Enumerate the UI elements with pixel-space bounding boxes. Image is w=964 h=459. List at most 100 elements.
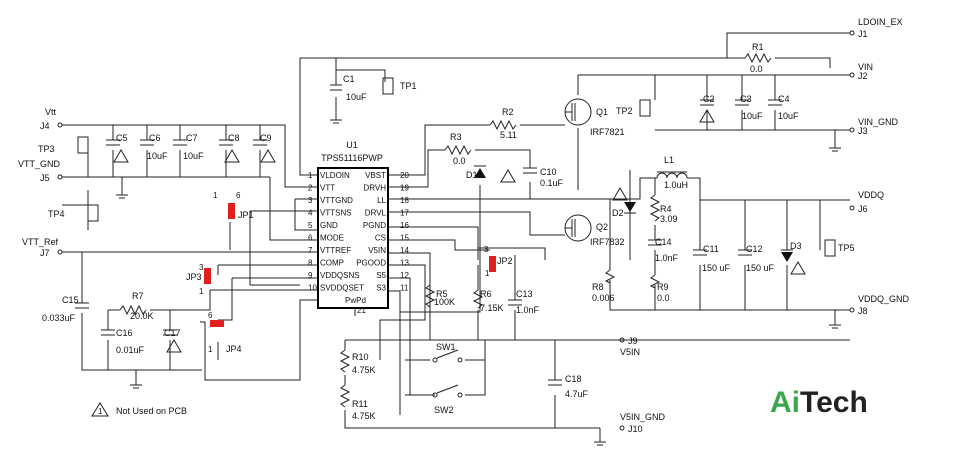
svg-text:IRF7832: IRF7832 xyxy=(590,237,625,247)
res-r8: R8 xyxy=(592,282,604,292)
ic-pin-name: S3 xyxy=(376,284,386,293)
ic-pin-number: 7 xyxy=(308,246,313,255)
svg-text:JP1: JP1 xyxy=(238,210,254,220)
svg-text:JP3: JP3 xyxy=(186,272,202,282)
svg-text:J3: J3 xyxy=(858,126,868,136)
cap-c11: C11 xyxy=(703,244,719,254)
ic-pin-number: 9 xyxy=(308,271,313,280)
cap-c15: C15 xyxy=(62,295,79,305)
mosfet-q1: Q1 IRF7821 xyxy=(564,98,625,137)
cap-c6: C6 xyxy=(149,133,161,143)
svg-text:IRF7821: IRF7821 xyxy=(590,127,625,137)
ic-pin-number: 8 xyxy=(308,259,313,268)
svg-text:Q1: Q1 xyxy=(596,107,608,117)
testpoint-tp2: TP2 xyxy=(616,99,651,117)
svg-text:JP2: JP2 xyxy=(497,256,513,266)
jumper-jp2: JP2 3 1 xyxy=(484,245,513,278)
svg-text:TP2: TP2 xyxy=(616,106,633,116)
cap-c18: C18 xyxy=(565,374,582,384)
svg-text:VIN: VIN xyxy=(858,62,873,72)
ic-pin-name: VLDOIN xyxy=(320,171,350,180)
ic-pin-number: 19 xyxy=(400,184,409,193)
svg-text:100K: 100K xyxy=(434,297,455,307)
ic-pin-number: 10 xyxy=(308,284,317,293)
svg-text:1: 1 xyxy=(199,287,204,296)
res-r2: R2 xyxy=(502,107,514,117)
ic-pin-number: 3 xyxy=(308,196,313,205)
testpoint-tp3: TP3 xyxy=(38,136,89,154)
logo-ai: Ai xyxy=(770,386,800,419)
ic-pin-name: SVDDQSET xyxy=(320,284,364,293)
res-r9: R9 xyxy=(657,282,669,292)
cap-c12: C12 xyxy=(746,244,763,254)
ic-pin-name: COMP xyxy=(320,259,344,268)
diode-d2: D2 xyxy=(612,202,636,218)
ic-pin-name: VBST xyxy=(365,171,386,180)
wires xyxy=(62,32,850,442)
ic-pin-number: 13 xyxy=(400,259,409,268)
ic-pin-name: DRVH xyxy=(363,184,386,193)
svg-text:V5IN_GND: V5IN_GND xyxy=(620,412,666,422)
testpoint-tp1: TP1 xyxy=(382,77,417,95)
ic-pin-name: CS xyxy=(375,234,386,243)
ic-pin-number: 5 xyxy=(308,221,313,230)
ic-u1: U1 TPS51116PWP VLDOIN1VTT2VTTGND3VTTSNS4… xyxy=(308,140,409,316)
ic-body xyxy=(317,167,389,309)
svg-text:D1: D1 xyxy=(466,170,478,180)
svg-text:D2: D2 xyxy=(612,208,624,218)
svg-text:5.11: 5.11 xyxy=(500,130,517,140)
testpoint-tp5: TP5 xyxy=(824,239,855,257)
svg-text:1.0nF: 1.0nF xyxy=(655,253,679,263)
svg-text:10uF: 10uF xyxy=(183,151,204,161)
ic-pin-name: PGND xyxy=(363,221,386,230)
cap-c3: C3 xyxy=(740,94,752,104)
res-r4: R4 xyxy=(660,204,672,214)
svg-text:LDOIN_EX: LDOIN_EX xyxy=(858,17,903,27)
cap-c5: C5 xyxy=(116,133,128,143)
svg-text:VTT_Ref: VTT_Ref xyxy=(22,237,59,247)
ic-pin-number: 11 xyxy=(400,284,409,293)
logo-tech: Tech xyxy=(800,386,868,419)
svg-text:1: 1 xyxy=(485,269,490,278)
svg-text:TP4: TP4 xyxy=(48,209,65,219)
svg-text:4.75K: 4.75K xyxy=(352,411,376,421)
svg-text:0.1uF: 0.1uF xyxy=(540,178,564,188)
svg-text:0.01uF: 0.01uF xyxy=(116,345,145,355)
svg-text:TP1: TP1 xyxy=(400,81,417,91)
ic-pin21: 21 xyxy=(357,306,366,315)
svg-text:150 uF: 150 uF xyxy=(702,263,731,273)
svg-text:6: 6 xyxy=(236,191,241,200)
res-r11: R11 xyxy=(352,399,368,409)
cap-c7: C7 xyxy=(186,133,198,143)
svg-text:1: 1 xyxy=(208,345,213,354)
ic-pin-name: MODE xyxy=(320,234,344,243)
diode-d3: D3 xyxy=(781,241,802,262)
res-r1: R1 xyxy=(752,42,764,52)
cap-c1: C1 xyxy=(343,74,355,84)
cap-c13: C13 xyxy=(516,289,533,299)
svg-text:VDDQ_GND: VDDQ_GND xyxy=(858,294,910,304)
testpoints: TP1 TP2 TP3 TP4 TP5 xyxy=(38,77,855,257)
cap-c10: C10 xyxy=(540,167,557,177)
ic-pin-name: VTTGND xyxy=(320,196,353,205)
svg-text:0.0: 0.0 xyxy=(453,156,466,166)
svg-text:1.0nF: 1.0nF xyxy=(516,305,540,315)
svg-text:3: 3 xyxy=(484,245,489,254)
ic-pin-number: 6 xyxy=(308,234,313,243)
ic-pin-number: 14 xyxy=(400,246,409,255)
ic-pin-name: PGOOD xyxy=(356,259,386,268)
svg-text:10uF: 10uF xyxy=(346,92,367,102)
ic-ref: U1 xyxy=(346,140,358,150)
svg-text:SW1: SW1 xyxy=(436,342,456,352)
